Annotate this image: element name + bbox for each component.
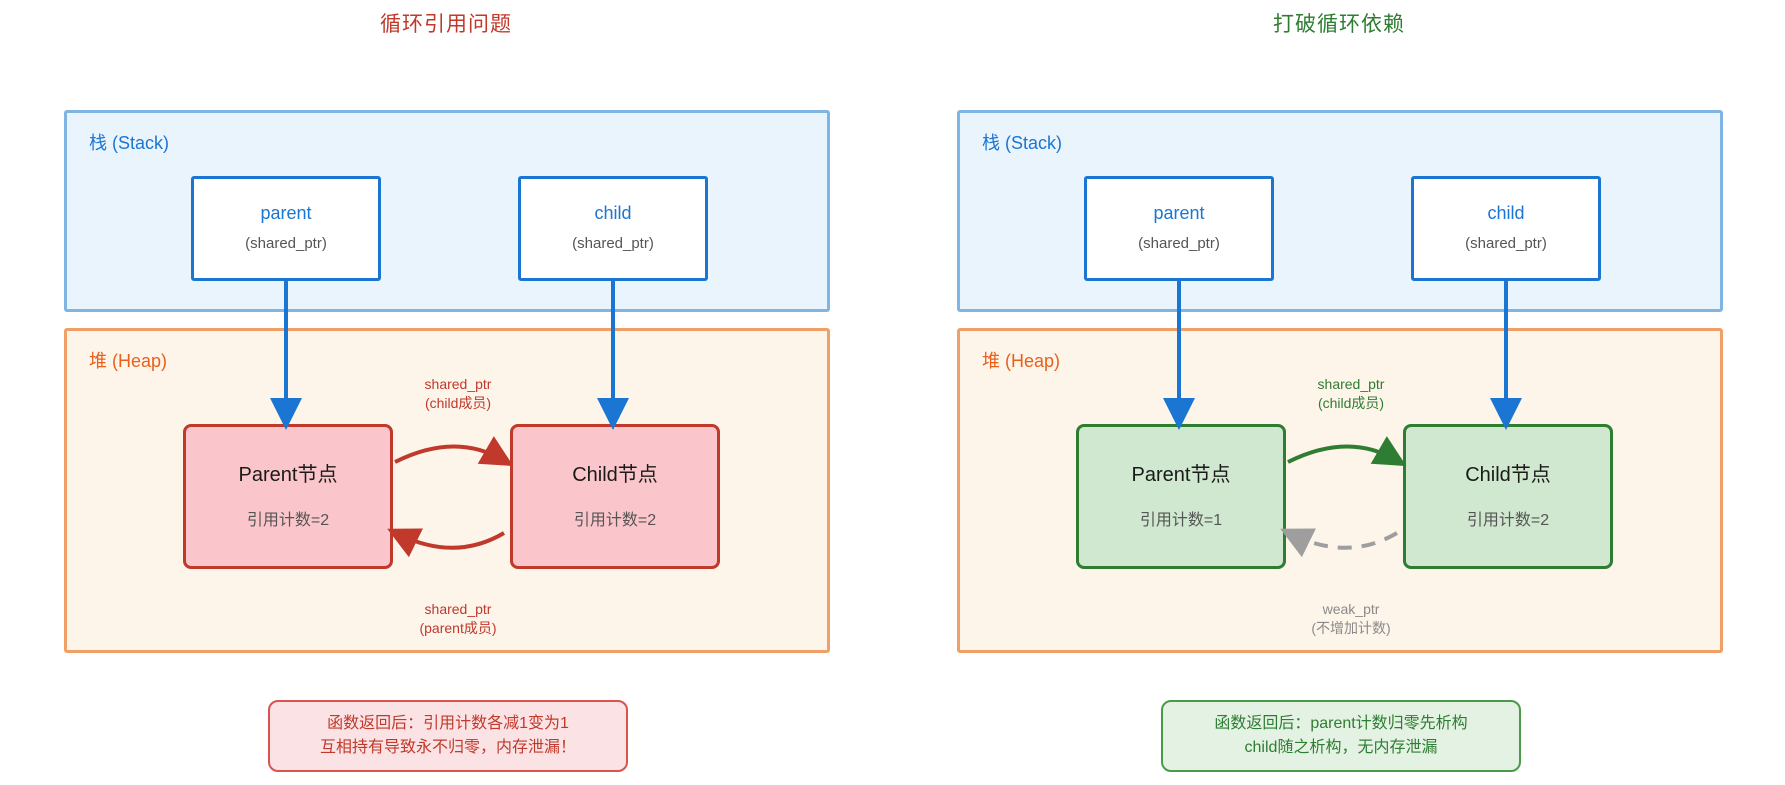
heap-node-parent-title: Parent节点 — [238, 463, 338, 486]
heap-region-label-right: 堆 (Heap) — [982, 351, 1061, 371]
stack-var-child-name-right: child — [1487, 203, 1525, 224]
stack-var-child-left[interactable]: child (shared_ptr) — [518, 176, 708, 281]
heap-node-parent-left[interactable]: Parent节点 引用计数=2 — [183, 424, 393, 569]
heap-node-child-right[interactable]: Child节点 引用计数=2 — [1403, 424, 1613, 569]
stack-var-child-right[interactable]: child (shared_ptr) — [1411, 176, 1601, 281]
heap-node-child-title-right: Child节点 — [1465, 463, 1551, 486]
summary-note-right: 函数返回后：parent计数归零先析构 child随之析构，无内存泄漏 — [1161, 700, 1521, 772]
edge-label-parent-to-child-right: shared_ptr (child成员) — [1317, 376, 1385, 411]
stack-var-parent-right[interactable]: parent (shared_ptr) — [1084, 176, 1274, 281]
stack-var-parent-name-right: parent — [1153, 203, 1205, 224]
stack-var-child-name: child — [594, 203, 632, 224]
heap-node-parent-refcount-right: 引用计数=1 — [1139, 511, 1223, 529]
stack-region-label: 栈 (Stack) — [89, 133, 170, 153]
stack-region-left: 栈 (Stack) — [64, 110, 830, 312]
stack-region-right: 栈 (Stack) — [957, 110, 1723, 312]
page-title-left: 循环引用问题 — [380, 13, 512, 36]
stack-var-child-type: (shared_ptr) — [572, 235, 654, 253]
edge-label-child-to-parent-left: shared_ptr (parent成员) — [419, 601, 497, 636]
panel-break-cycle-solution: 打破循环依赖 栈 (Stack) parent (shared_ptr) chi… — [893, 0, 1785, 785]
stack-var-child-type-right: (shared_ptr) — [1465, 235, 1547, 253]
heap-node-child-left[interactable]: Child节点 引用计数=2 — [510, 424, 720, 569]
heap-node-child-refcount-right: 引用计数=2 — [1466, 511, 1550, 529]
heap-node-child-title: Child节点 — [572, 463, 658, 486]
stack-var-parent-left[interactable]: parent (shared_ptr) — [191, 176, 381, 281]
heap-node-child-refcount: 引用计数=2 — [573, 511, 657, 529]
stack-region-label-right: 栈 (Stack) — [982, 133, 1063, 153]
summary-note-left: 函数返回后：引用计数各减1变为1 互相持有导致永不归零，内存泄漏！ — [268, 700, 628, 772]
stack-var-parent-type: (shared_ptr) — [245, 235, 327, 253]
panel-cyclic-reference-problem: 循环引用问题 栈 (Stack) parent (shared_ptr) chi… — [0, 0, 892, 785]
edge-label-parent-to-child-left: shared_ptr (child成员) — [424, 376, 492, 411]
heap-node-parent-refcount: 引用计数=2 — [246, 511, 330, 529]
heap-region-label: 堆 (Heap) — [89, 351, 168, 371]
stack-var-parent-name: parent — [260, 203, 312, 224]
heap-node-parent-right[interactable]: Parent节点 引用计数=1 — [1076, 424, 1286, 569]
stack-var-parent-type-right: (shared_ptr) — [1138, 235, 1220, 253]
heap-node-parent-title-right: Parent节点 — [1131, 463, 1231, 486]
page-title-right: 打破循环依赖 — [1273, 13, 1405, 36]
edge-label-child-to-parent-right: weak_ptr (不增加计数) — [1311, 601, 1391, 636]
